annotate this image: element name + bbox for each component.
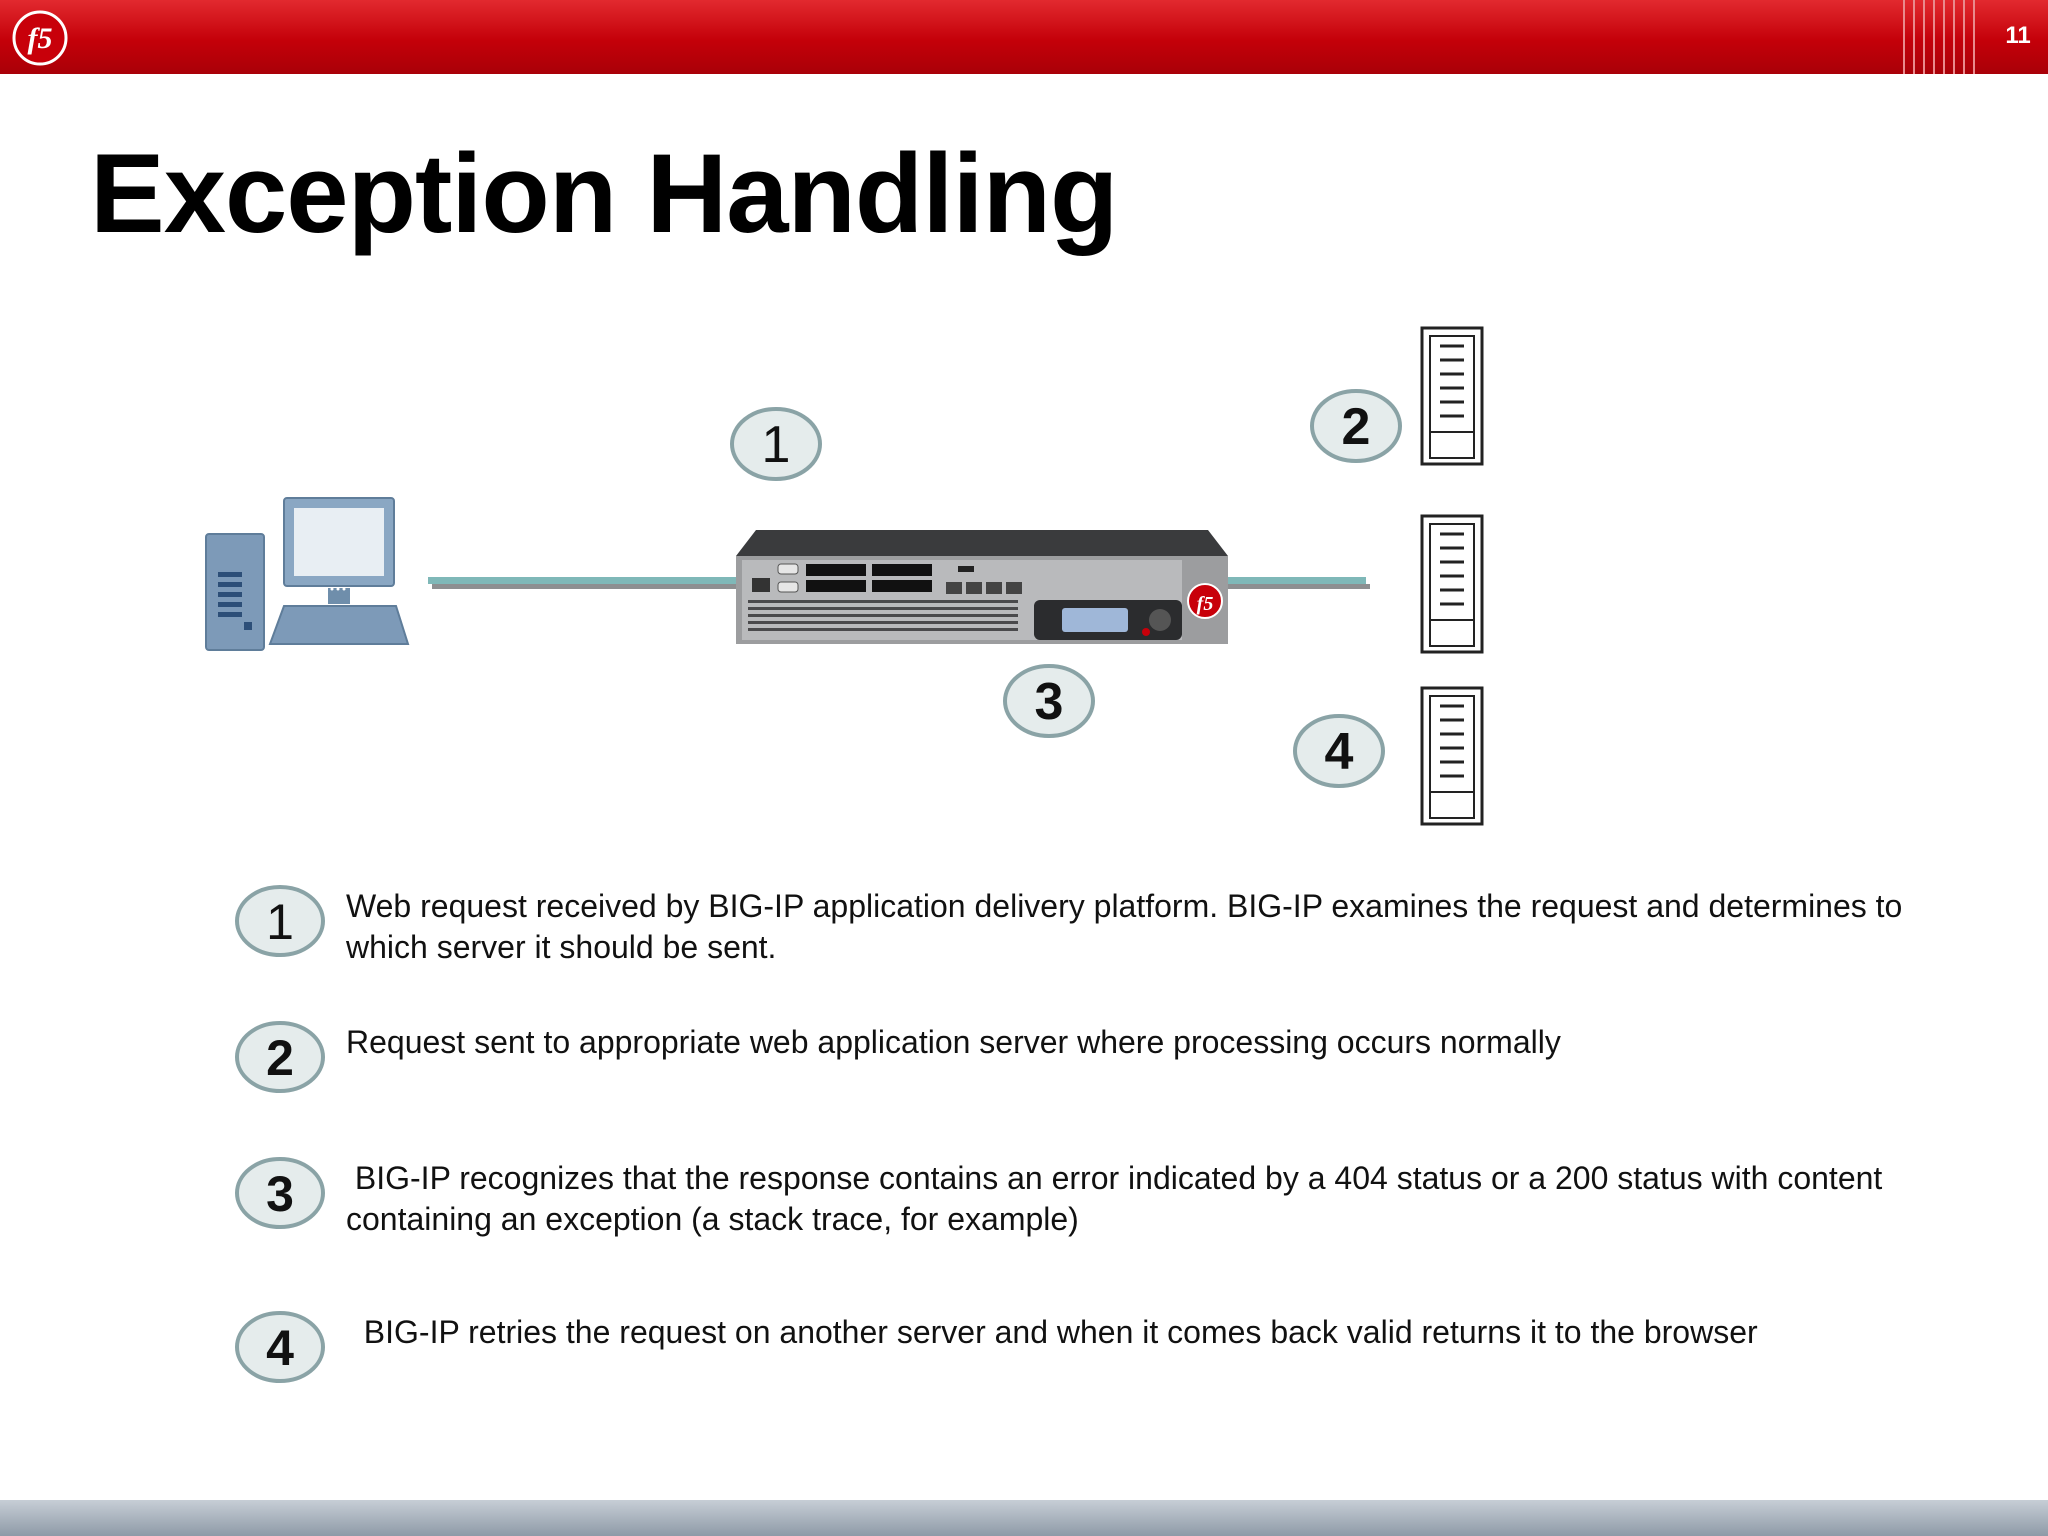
server-icon-middle — [1420, 514, 1484, 654]
step-4-text: BIG-IP retries the request on another se… — [346, 1314, 1758, 1350]
server-icon-bottom — [1420, 686, 1484, 826]
logo-text: f5 — [28, 22, 53, 55]
diagram-callout-2: 2 — [1310, 389, 1402, 463]
diagram-callout-1: 1 — [730, 407, 822, 481]
step-2-badge: 2 — [235, 1021, 325, 1093]
appliance-f5-text: f5 — [1197, 593, 1214, 615]
client-computer-icon — [205, 497, 410, 651]
big-ip-appliance-icon: f5 — [736, 530, 1228, 644]
step-3-text: BIG-IP recognizes that the response cont… — [346, 1160, 1892, 1237]
step-3-badge: 3 — [235, 1157, 325, 1229]
slide-title: Exception Handling — [90, 131, 1118, 256]
step-4-badge: 4 — [235, 1311, 325, 1383]
step-2-text: Request sent to appropriate web applicat… — [346, 1024, 1561, 1060]
diagram-callout-3: 3 — [1003, 664, 1095, 738]
step-2-number: 2 — [266, 1030, 294, 1086]
server-link — [1222, 577, 1370, 589]
page-number: 11 — [2005, 22, 2031, 49]
network-diagram: f5 1 — [205, 326, 1484, 826]
diagram-callout-4: 4 — [1293, 714, 1385, 788]
diagram-callout-1-label: 1 — [762, 416, 791, 474]
f5-logo: f5 — [12, 10, 68, 66]
header-stripes — [1903, 0, 1975, 74]
diagram-callout-3-label: 3 — [1035, 673, 1064, 731]
appliance-f5-badge: f5 — [1187, 583, 1223, 619]
step-1-number: 1 — [266, 894, 294, 950]
step-3-number: 3 — [266, 1166, 294, 1222]
header-bar: f5 11 — [0, 0, 2048, 74]
step-1-badge: 1 — [235, 885, 325, 957]
diagram-callout-4-label: 4 — [1325, 723, 1354, 781]
footer-bar — [0, 1500, 2048, 1536]
client-link — [428, 577, 748, 589]
step-1-text: Web request received by BIG-IP applicati… — [346, 888, 1903, 965]
diagram-callout-2-label: 2 — [1342, 398, 1371, 456]
server-icon-top — [1420, 326, 1484, 466]
step-4-number: 4 — [266, 1320, 294, 1376]
